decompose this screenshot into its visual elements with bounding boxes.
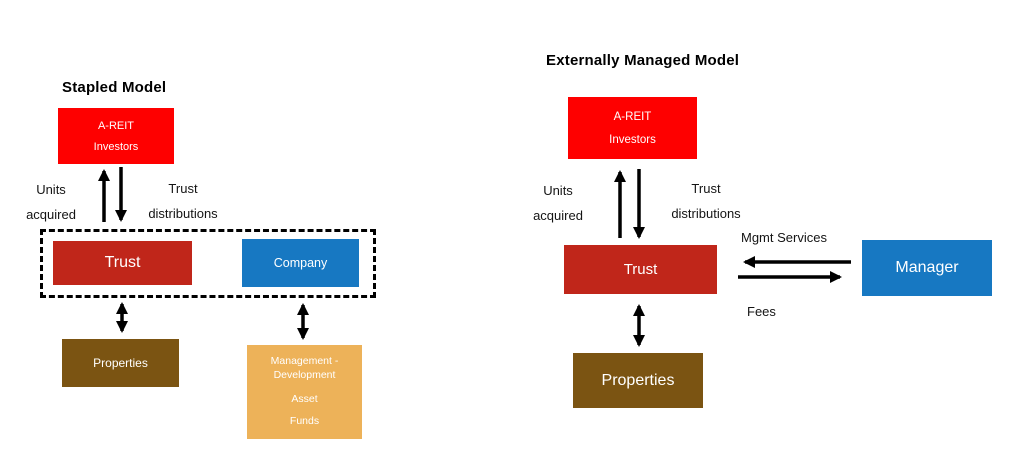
stapled-units-label-line1: Units bbox=[36, 182, 66, 197]
external-model-title: Externally Managed Model bbox=[546, 52, 740, 69]
external-distributions-label-line1: Trust bbox=[691, 181, 721, 196]
external-trust-distributions-label: Trust distributions bbox=[671, 176, 740, 226]
stapled-units-label-line2: acquired bbox=[26, 207, 76, 222]
external-investors-box: A-REIT Investors bbox=[568, 97, 697, 159]
management-box-line3: Asset bbox=[291, 393, 318, 405]
external-units-label-line2: acquired bbox=[533, 208, 583, 223]
external-units-label-line1: Units bbox=[543, 183, 573, 198]
external-investors-line1: A-REIT bbox=[613, 110, 652, 123]
stapled-units-acquired-label: Units acquired bbox=[26, 177, 76, 227]
management-box-line1: Management - bbox=[270, 355, 339, 367]
external-manager-label: Manager bbox=[895, 259, 959, 276]
management-box-line2: Development bbox=[273, 369, 336, 381]
mgmt-services-label: Mgmt Services bbox=[741, 230, 827, 245]
stapled-company-box: Company bbox=[242, 239, 359, 287]
external-distributions-label-line2: distributions bbox=[671, 206, 741, 221]
stapled-trust-box: Trust bbox=[53, 241, 192, 285]
stapled-distributions-label-line2: distributions bbox=[148, 206, 218, 221]
stapled-investors-line1: A-REIT bbox=[97, 119, 135, 132]
external-trust-box: Trust bbox=[564, 245, 717, 294]
stapled-investors-line2: Investors bbox=[93, 140, 139, 153]
stapled-distributions-label-line1: Trust bbox=[168, 181, 198, 196]
external-trust-label: Trust bbox=[623, 261, 658, 278]
stapled-group-dashed-border bbox=[40, 229, 376, 298]
external-manager-box: Manager bbox=[862, 240, 992, 296]
stapled-investors-box: A-REIT Investors bbox=[58, 108, 174, 164]
stapled-trust-distributions-label: Trust distributions bbox=[148, 176, 217, 226]
stapled-properties-box: Properties bbox=[62, 339, 179, 387]
stapled-properties-label: Properties bbox=[93, 356, 148, 370]
fees-label: Fees bbox=[747, 304, 776, 319]
external-units-acquired-label: Units acquired bbox=[533, 178, 583, 228]
stapled-model-title: Stapled Model bbox=[62, 79, 167, 96]
external-investors-line2: Investors bbox=[609, 133, 656, 146]
stapled-management-box: Management - Development Asset Funds bbox=[247, 345, 362, 439]
external-properties-box: Properties bbox=[573, 353, 703, 408]
management-box-line4: Funds bbox=[289, 415, 320, 427]
external-properties-label: Properties bbox=[601, 371, 675, 389]
stapled-trust-label: Trust bbox=[104, 254, 141, 271]
stapled-company-label: Company bbox=[273, 256, 328, 270]
